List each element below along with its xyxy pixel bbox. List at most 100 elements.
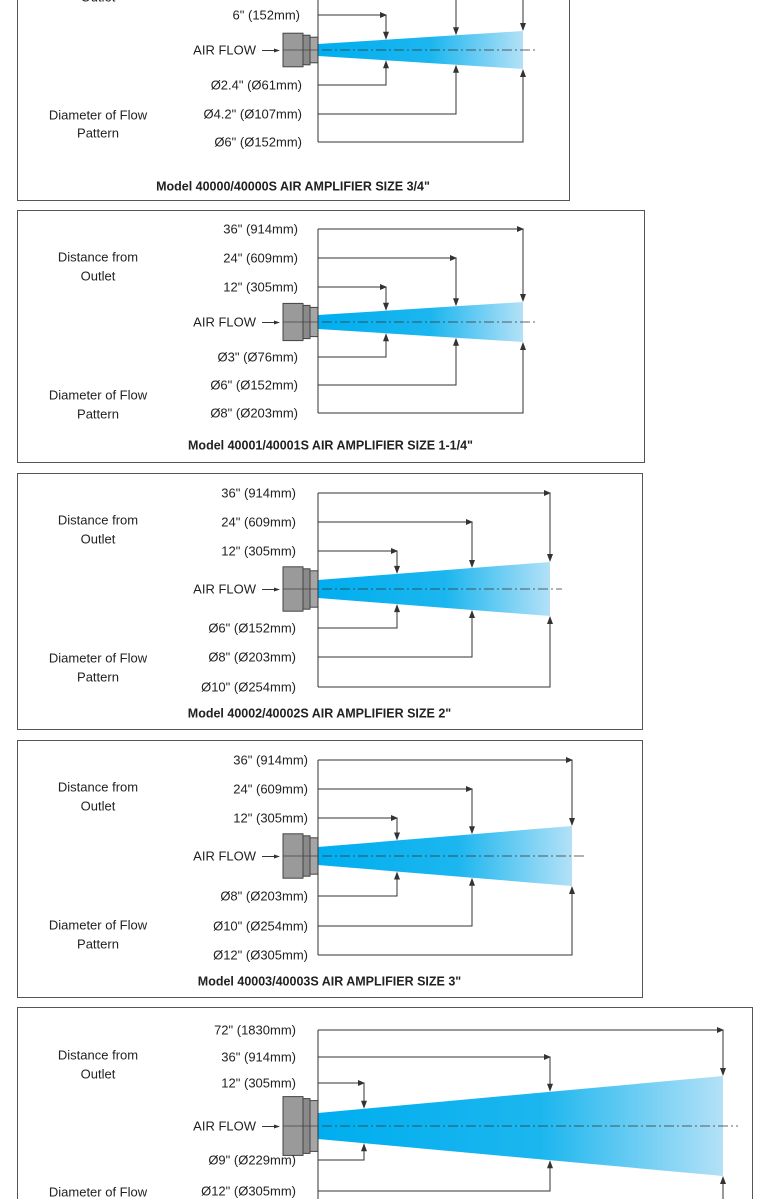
diameter-of-flow-label: Diameter of Flow xyxy=(49,108,148,123)
panel-title: Model 40003/40003S AIR AMPLIFIER SIZE 3" xyxy=(198,975,461,989)
arrow-down-icon xyxy=(520,23,526,31)
arrow-down-icon xyxy=(520,294,526,302)
air-flow-label: AIR FLOW xyxy=(193,1119,257,1134)
arrow-down-icon xyxy=(469,560,475,569)
arrow-up-icon xyxy=(469,609,475,618)
distance-from-outlet-label: Distance from xyxy=(58,513,138,528)
distance-value: 6" (152mm) xyxy=(233,8,300,23)
panel-border xyxy=(17,740,643,998)
distance-from-outlet-label: Distance from xyxy=(58,1048,138,1063)
arrow-up-icon xyxy=(383,60,389,69)
distance-dimension-line xyxy=(318,492,551,558)
diameter-of-flow-label: Diameter of Flow xyxy=(49,388,148,403)
distance-value: 24" (609mm) xyxy=(221,515,296,530)
arrow-up-icon xyxy=(361,1143,367,1152)
diameter-value: Ø6" (Ø152mm) xyxy=(214,135,302,150)
air-flow-label: AIR FLOW xyxy=(193,849,257,864)
arrow-up-icon xyxy=(394,604,400,613)
diameter-of-flow-label: Pattern xyxy=(77,670,119,685)
panel-title: Model 40002/40002S AIR AMPLIFIER SIZE 2" xyxy=(188,707,451,721)
distance-dimension-line xyxy=(318,257,457,303)
distance-value: 72" (1830mm) xyxy=(214,1023,296,1038)
arrow-up-icon xyxy=(569,886,575,894)
distance-from-outlet-label: Outlet xyxy=(81,799,116,814)
arrow-up-icon xyxy=(453,64,459,73)
distance-value: 36" (914mm) xyxy=(223,222,298,237)
diameter-dimension-line xyxy=(318,613,473,658)
diameter-of-flow-label: Pattern xyxy=(77,937,119,952)
arrow-up-icon xyxy=(394,871,400,880)
diameter-dimension-line xyxy=(318,68,457,115)
panel-border xyxy=(17,1007,753,1199)
arrow-down-icon xyxy=(547,554,553,562)
distance-dimension-line xyxy=(318,1082,365,1105)
arrow-up-icon xyxy=(547,1160,553,1169)
air-flow-label: AIR FLOW xyxy=(193,582,257,597)
distance-value: 12" (305mm) xyxy=(233,811,308,826)
distance-dimension-line xyxy=(318,14,387,36)
diameter-dimension-line xyxy=(318,881,473,927)
diameter-value: Ø3" (Ø76mm) xyxy=(218,350,298,365)
diameter-dimension-line xyxy=(318,64,387,86)
arrow-down-icon xyxy=(720,1068,726,1076)
distance-value: 24" (609mm) xyxy=(233,782,308,797)
air-flow-label: AIR FLOW xyxy=(193,43,257,58)
distance-dimension-line xyxy=(318,759,573,822)
diameter-dimension-line xyxy=(318,608,398,629)
diameter-dimension-line xyxy=(318,346,524,414)
diameter-dimension-line xyxy=(318,890,573,956)
distance-dimension-line xyxy=(318,286,387,307)
arrow-down-icon xyxy=(383,302,389,311)
diameter-dimension-line xyxy=(318,337,387,358)
arrow-up-icon xyxy=(520,342,526,350)
distance-value: 12" (305mm) xyxy=(223,280,298,295)
arrow-down-icon xyxy=(453,298,459,307)
arrow-up-icon xyxy=(520,69,526,77)
arrow-down-icon xyxy=(383,31,389,40)
arrow-down-icon xyxy=(361,1100,367,1109)
distance-value: 12" (305mm) xyxy=(221,1076,296,1091)
distance-from-outlet-label: Outlet xyxy=(81,532,116,547)
air-amplifier-nozzle-icon xyxy=(282,32,319,68)
diameter-value: Ø4.2" (Ø107mm) xyxy=(203,107,302,122)
air-amplifier-nozzle-icon xyxy=(282,302,319,342)
panel-title: Model 40000/40000S AIR AMPLIFIER SIZE 3/… xyxy=(156,180,430,194)
distance-dimension-line xyxy=(318,788,473,831)
diameter-of-flow-label: Diameter of Flow xyxy=(49,918,148,933)
air-amplifier-nozzle-icon xyxy=(282,1096,319,1156)
diameter-of-flow-label: Diameter of Flow xyxy=(49,1185,148,1200)
distance-dimension-line xyxy=(318,550,398,570)
distance-value: 24" (609mm) xyxy=(223,251,298,266)
diameter-of-flow-label: Pattern xyxy=(77,407,119,422)
diameter-of-flow-label: Pattern xyxy=(77,126,119,141)
arrow-down-icon xyxy=(569,818,575,826)
diameter-dimension-line xyxy=(318,1164,551,1192)
arrow-up-icon xyxy=(383,333,389,342)
arrow-down-icon xyxy=(469,826,475,835)
panel-title: Model 40001/40001S AIR AMPLIFIER SIZE 1-… xyxy=(188,439,473,453)
diameter-dimension-line xyxy=(318,1147,365,1161)
distance-from-outlet-label: Outlet xyxy=(81,1067,116,1082)
flow-diagram-panel: AIR FLOW 36" (914mm) 24" (609mm) 12" (305mm… xyxy=(17,740,643,998)
panel-border xyxy=(17,473,643,730)
arrow-down-icon xyxy=(394,565,400,574)
arrow-down-icon xyxy=(547,1083,553,1092)
arrow-down-icon xyxy=(394,832,400,841)
diameter-value: Ø8" (Ø203mm) xyxy=(208,650,296,665)
distance-dimension-line xyxy=(318,228,524,298)
air-amplifier-nozzle-icon xyxy=(282,833,319,879)
arrow-down-icon xyxy=(453,27,459,36)
diameter-value: Ø8" (Ø203mm) xyxy=(210,406,298,421)
distance-dimension-line xyxy=(318,817,398,837)
diameter-value: Ø9" (Ø229mm) xyxy=(208,1153,296,1168)
arrow-up-icon xyxy=(720,1176,726,1184)
distance-value: 36" (914mm) xyxy=(233,753,308,768)
distance-value: 36" (914mm) xyxy=(221,486,296,501)
panel-border xyxy=(17,210,645,463)
distance-from-outlet-label: Distance from xyxy=(58,250,138,265)
